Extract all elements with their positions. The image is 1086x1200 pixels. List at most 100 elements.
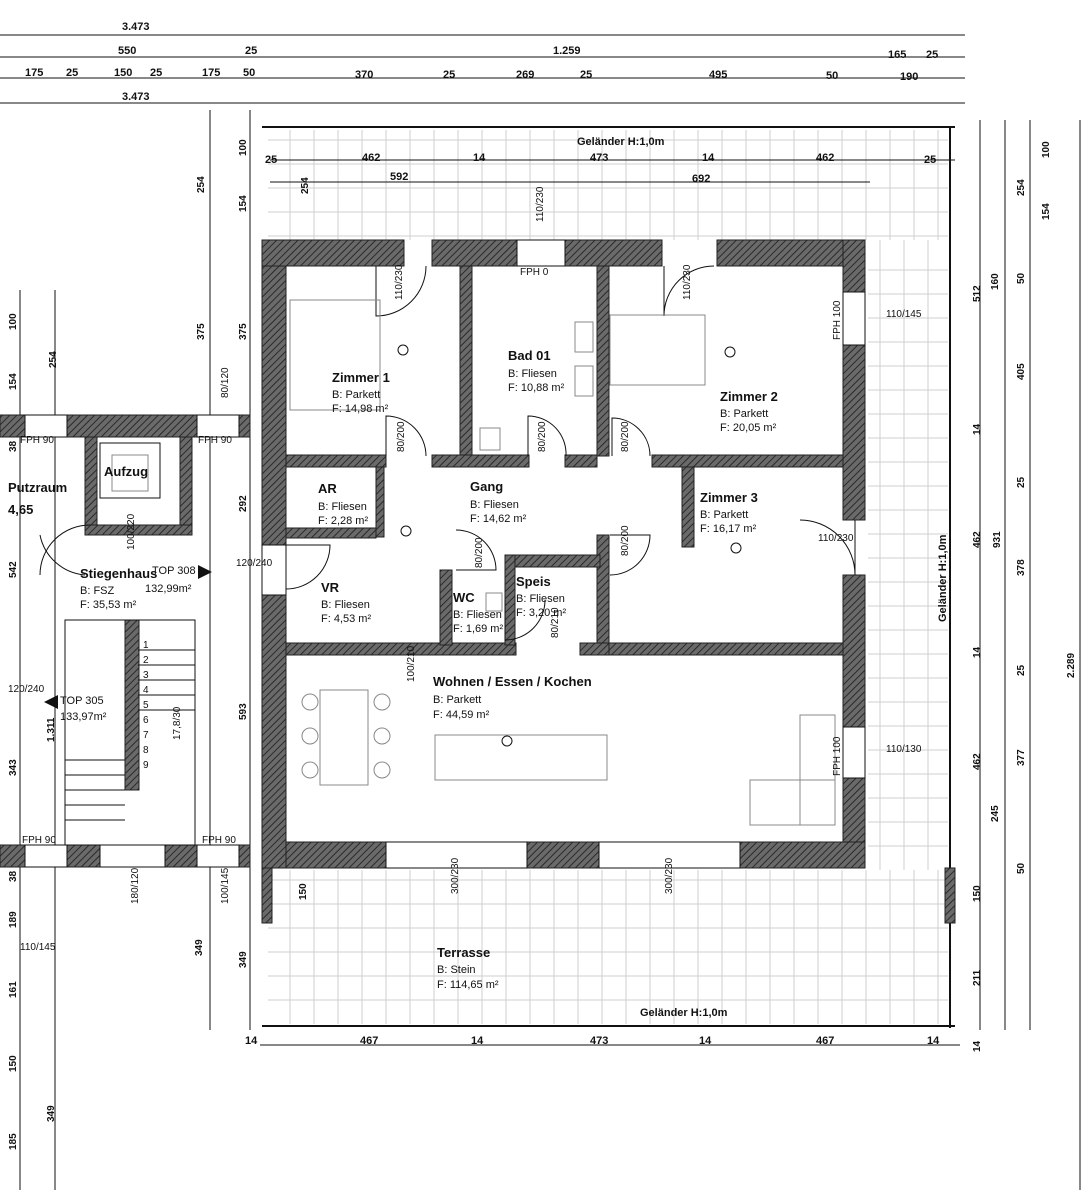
- dim-text: 14: [471, 1035, 484, 1047]
- room-area: F: 14,62 m²: [470, 513, 527, 525]
- dim-text: 110/145: [886, 309, 922, 320]
- dim-text: 1.259: [553, 45, 581, 57]
- dim-text: 14: [927, 1035, 940, 1047]
- dim-text: 473: [590, 152, 608, 164]
- dim-top-overall: 3.473: [122, 21, 150, 33]
- dim-text: 14: [473, 152, 486, 164]
- dim-text: 161: [8, 981, 19, 998]
- room-area: F: 114,65 m²: [437, 979, 499, 991]
- opening-dims: 110/230 110/230 80/200 80/200 80/200 110…: [8, 186, 922, 953]
- stair-step-number: 9: [143, 760, 149, 771]
- room-zimmer-2: Zimmer 2 B: Parkett F: 20,05 m²: [720, 389, 778, 434]
- dim-text: 245: [990, 805, 1001, 822]
- dim-text: 462: [816, 152, 834, 164]
- room-zimmer-1: Zimmer 1 B: Parkett F: 14,98 m²: [332, 370, 390, 415]
- room-name: WC: [453, 590, 475, 605]
- dim-text: 175: [202, 67, 220, 79]
- dim-text: 80/120: [220, 367, 231, 398]
- room-name: VR: [321, 580, 340, 595]
- room-putzraum: Putzraum 4,65: [8, 480, 67, 517]
- room-name: Putzraum: [8, 480, 67, 495]
- stair-step-number: 7: [143, 730, 149, 741]
- dim-text: 550: [118, 45, 136, 57]
- tile-grid: [268, 130, 948, 1024]
- dim-text: 50: [826, 70, 838, 82]
- dim-text: 462: [362, 152, 380, 164]
- room-floor: B: Fliesen: [516, 593, 565, 605]
- dim-text: 110/230: [394, 264, 405, 300]
- dim-text: 254: [300, 177, 311, 194]
- room-name: AR: [318, 481, 337, 496]
- room-area: F: 2,28 m²: [318, 515, 368, 527]
- flat-area: 132,99m²: [145, 583, 192, 595]
- room-floor: B: Parkett: [700, 509, 748, 521]
- flat-name: TOP 305: [60, 695, 104, 707]
- dim-text: 154: [238, 195, 249, 212]
- dim-text: 14: [699, 1035, 712, 1047]
- room-name: Stiegenhaus: [80, 566, 157, 581]
- dim-text: 254: [196, 176, 207, 193]
- room-terrasse: Terrasse B: Stein F: 114,65 m²: [437, 945, 499, 991]
- walls: [0, 239, 956, 924]
- dim-text: 467: [360, 1035, 378, 1047]
- dim-bottom-row: 14 467 14 473 14 467 14: [245, 1035, 940, 1047]
- railing-top-label: Geländer H:1,0m: [577, 136, 665, 148]
- side-dimension-lines: [19, 110, 1081, 1190]
- dim-right-overall: 2.289: [1066, 653, 1077, 678]
- dim-text: 120/240: [8, 684, 45, 695]
- dim-text: 25: [150, 67, 162, 79]
- room-floor: B: FSZ: [80, 585, 115, 597]
- dim-text: 292: [238, 495, 249, 512]
- room-wc: WC B: Fliesen F: 1,69 m²: [453, 590, 503, 635]
- room-name: Speis: [516, 574, 551, 589]
- room-area: F: 20,05 m²: [720, 422, 777, 434]
- dim-text: 50: [243, 67, 255, 79]
- staircase: [64, 619, 196, 846]
- dim-text: 300/230: [450, 857, 461, 894]
- dim-text: 100/210: [406, 645, 417, 682]
- stair-step-number: 4: [143, 685, 149, 696]
- dim-text: 25: [926, 49, 938, 61]
- dim-text: 254: [1016, 179, 1027, 196]
- dim-text: 25: [1016, 664, 1027, 676]
- dim-text: 349: [46, 1105, 57, 1122]
- room-speis: Speis B: Fliesen F: 3,20 m²: [516, 574, 566, 619]
- room-ar: AR B: Fliesen F: 2,28 m²: [318, 481, 368, 527]
- dim-text: 100: [238, 139, 249, 156]
- room-gang: Gang B: Fliesen F: 14,62 m²: [470, 479, 527, 525]
- dim-text: 592: [390, 171, 408, 183]
- stair-numbers: 1 2 3 4 5 6 7 8 9: [143, 640, 149, 771]
- dim-text: 38: [8, 440, 19, 452]
- room-area: F: 10,88 m²: [508, 382, 565, 394]
- dim-text: 100/220: [126, 513, 137, 550]
- dim-text: 50: [1016, 272, 1027, 284]
- fph-label: FPH 90: [202, 835, 236, 846]
- dim-text: 269: [516, 69, 534, 81]
- room-area: F: 16,17 m²: [700, 523, 757, 535]
- dim-text: 154: [8, 373, 19, 390]
- dim-text: 185: [8, 1133, 19, 1150]
- room-floor: B: Fliesen: [318, 501, 367, 513]
- dim-text: 462: [972, 531, 983, 548]
- stair-step-number: 6: [143, 715, 149, 726]
- dim-text: 80/200: [396, 421, 407, 452]
- dim-right-col-b: 154 512 14 462 14 462 150 211 14: [972, 203, 1052, 1052]
- room-area: F: 14,98 m²: [332, 403, 389, 415]
- room-aufzug: Aufzug: [104, 464, 148, 479]
- dim-text: 80/200: [620, 421, 631, 452]
- room-name: Gang: [470, 479, 503, 494]
- dim-text: 110/145: [20, 942, 56, 953]
- dim-text: 349: [194, 939, 205, 956]
- top-dimension-lines: [0, 34, 965, 1046]
- dim-text: 110/130: [886, 744, 922, 755]
- room-floor: B: Fliesen: [453, 609, 502, 621]
- dim-text: 349: [238, 951, 249, 968]
- dim-text: 14: [972, 646, 983, 658]
- dim-balcony-row2: 254 592 692: [300, 171, 710, 194]
- room-area: F: 1,69 m²: [453, 623, 503, 635]
- room-area: 4,65: [8, 502, 33, 517]
- room-floor: B: Stein: [437, 964, 476, 976]
- dim-text: 154: [1041, 203, 1052, 220]
- dim-text: 593: [238, 703, 249, 720]
